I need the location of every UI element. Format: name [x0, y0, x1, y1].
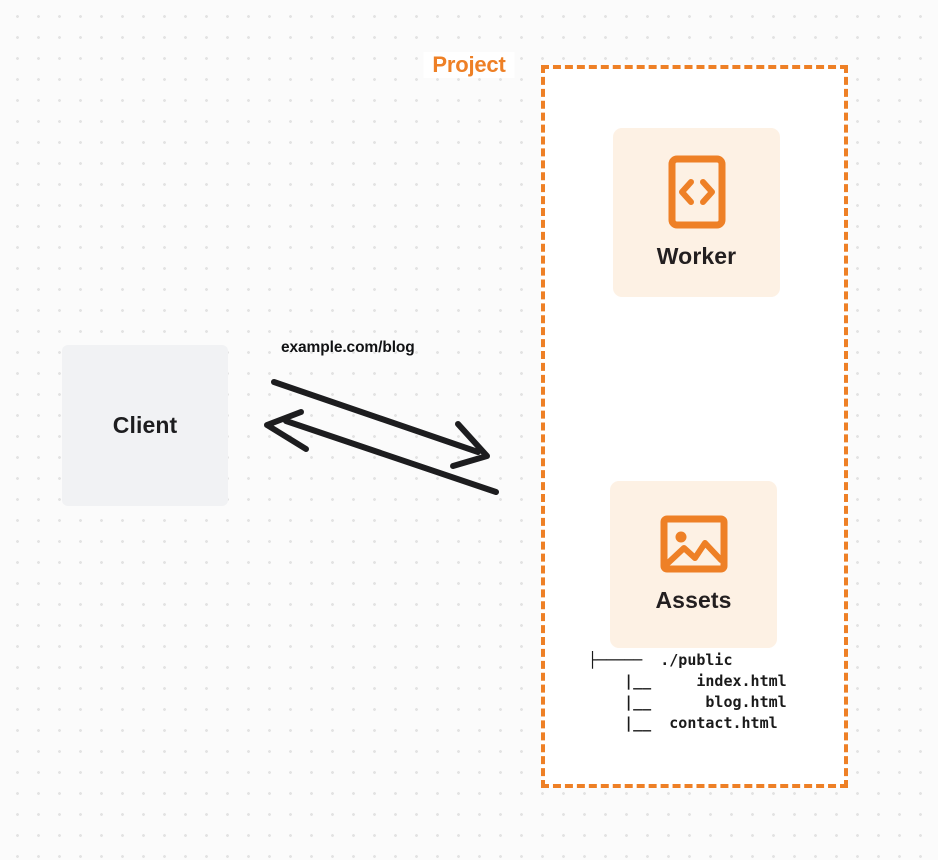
- file-tree-line: |__ contact.html: [588, 714, 778, 732]
- client-node[interactable]: Client: [62, 345, 228, 506]
- assets-card[interactable]: Assets: [610, 481, 777, 648]
- connection-label: example.com/blog: [281, 339, 415, 356]
- file-tree-line: |__ index.html: [588, 672, 787, 690]
- worker-label: Worker: [656, 243, 737, 269]
- file-tree-line: ├───── ./public: [588, 651, 733, 669]
- response-arrow: [264, 409, 499, 495]
- assets-label: Assets: [655, 587, 732, 613]
- asset-file-tree: ├───── ./public |__ index.html |__ blog.…: [588, 650, 787, 734]
- client-label: Client: [112, 412, 178, 438]
- project-title: Project: [423, 52, 515, 78]
- code-brackets-icon: [667, 155, 727, 229]
- request-arrow: [271, 379, 490, 469]
- image-picture-icon: [660, 515, 728, 573]
- file-tree-line: |__ blog.html: [588, 693, 787, 711]
- worker-card[interactable]: Worker: [613, 128, 780, 297]
